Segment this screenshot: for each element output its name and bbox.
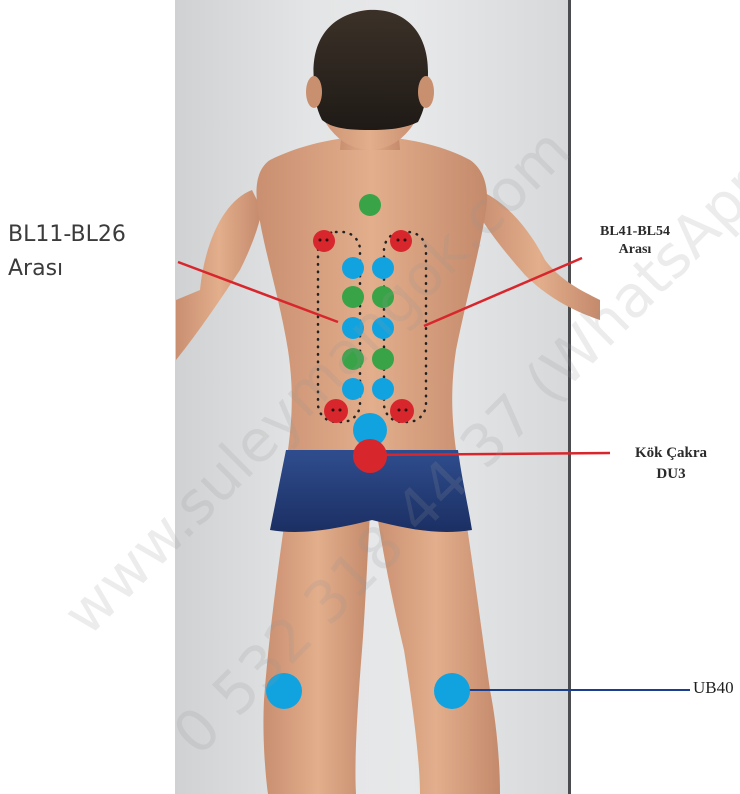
bl41-bl54-label-line2: Arası — [570, 241, 700, 259]
upper-red-point-left — [313, 230, 335, 252]
upper-red-point-right — [390, 230, 412, 252]
spine-point — [372, 348, 394, 370]
spine-point — [372, 286, 394, 308]
bl11-bl26-label: BL11-BL26 Arası — [8, 218, 178, 286]
kok-cakra-label: Kök Çakra DU3 — [606, 443, 736, 485]
spine-point — [342, 257, 364, 279]
lower-red-point-left — [324, 399, 348, 423]
bl41-bl54-label-line1: BL41-BL54 — [570, 223, 700, 241]
right-ear — [418, 76, 434, 108]
spine-point — [372, 257, 394, 279]
left-ear — [306, 76, 322, 108]
left-arm — [176, 190, 262, 360]
knee-points — [266, 673, 470, 709]
kok-cakra-label-line2: DU3 — [606, 464, 736, 485]
right-knee-point-ub40 — [434, 673, 470, 709]
spine-point — [342, 317, 364, 339]
spine-point — [342, 286, 364, 308]
bl41-bl54-label: BL41-BL54 Arası — [570, 223, 700, 259]
spine-point — [372, 317, 394, 339]
left-knee-point — [266, 673, 302, 709]
spine-point — [342, 378, 364, 400]
lower-red-point-right — [390, 399, 414, 423]
torso — [257, 138, 488, 450]
bl11-bl26-label-line2: Arası — [8, 252, 178, 286]
bl11-bl26-label-line1: BL11-BL26 — [8, 218, 178, 252]
root-red-point-du3 — [353, 439, 387, 473]
spine-point — [372, 378, 394, 400]
top-green-point — [359, 194, 381, 216]
ub40-label: UB40 — [693, 678, 734, 698]
hair — [313, 10, 428, 130]
kok-cakra-label-line1: Kök Çakra — [606, 443, 736, 464]
spine-point — [342, 348, 364, 370]
